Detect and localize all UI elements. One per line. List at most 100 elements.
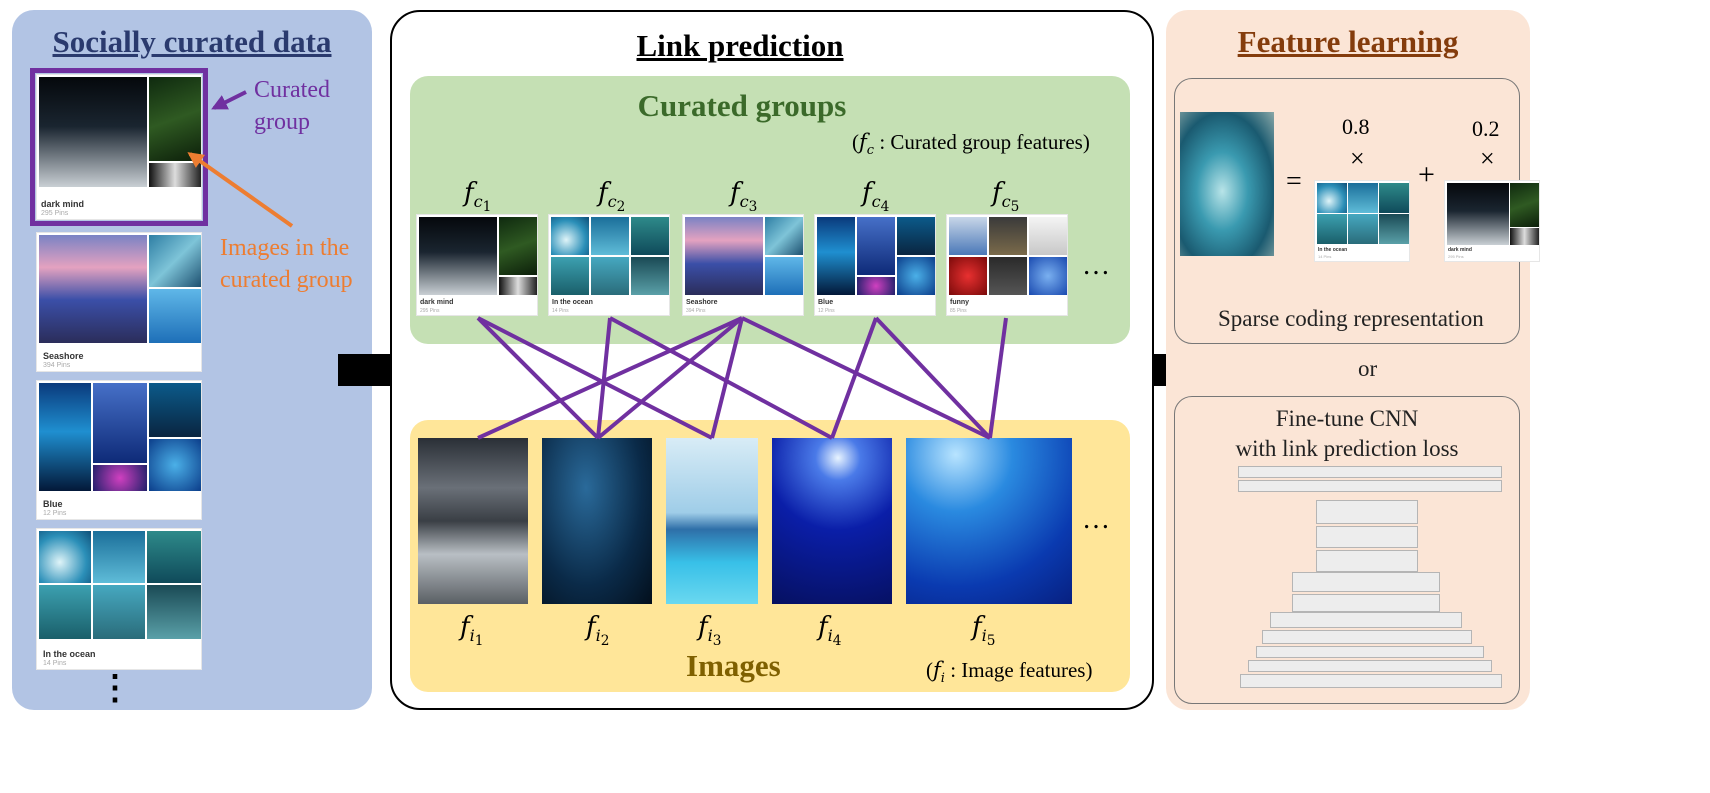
card-thumbnail [765, 217, 803, 255]
cnn-layer [1270, 612, 1462, 628]
image-1 [418, 438, 528, 604]
card-thumbnail [1029, 217, 1067, 255]
card-thumbnail [551, 257, 589, 295]
left-card-blue: Blue 12 Pins [36, 380, 202, 520]
card-thumbnail [499, 277, 537, 295]
cnn-box [1174, 396, 1520, 704]
cnn-layer [1316, 500, 1418, 524]
coef-1: 0.8 [1342, 114, 1370, 139]
cnn-layer [1292, 572, 1440, 592]
card-thumbnail [949, 257, 987, 295]
images-note: (fi : Image features) [926, 658, 1092, 686]
image-feature-label-4: fi4 [818, 612, 842, 650]
card-title: In the ocean [43, 649, 96, 659]
image-4 [772, 438, 892, 604]
sparse-card-dark-mind: dark mind 295 Pins [1444, 180, 1540, 262]
card-thumbnail [857, 277, 895, 295]
card-thumbnail [631, 217, 669, 255]
group-card-1: dark mind 295 Pins [416, 214, 538, 316]
cnn-label-line2: with link prediction loss [1235, 436, 1459, 461]
card-pins: 85 Pins [950, 308, 967, 314]
card-thumbnail [39, 383, 91, 491]
image-2 [542, 438, 652, 604]
cnn-layer [1292, 594, 1440, 612]
equals-sign: = [1286, 166, 1302, 197]
card-thumbnail [39, 235, 147, 343]
link-prediction-title: Link prediction [636, 28, 844, 63]
left-card-in-the-ocean: In the ocean 14 Pins [36, 528, 202, 670]
cnn-layer [1248, 660, 1492, 672]
card-pins: 14 Pins [1318, 254, 1332, 259]
left-card-dark-mind: dark mind 295 Pins [36, 74, 202, 220]
card-thumbnail [499, 217, 537, 275]
image-3 [666, 438, 758, 604]
group-card-5: funny 85 Pins [946, 214, 1068, 316]
plus-sign: + [1418, 158, 1435, 191]
card-thumbnail [149, 383, 201, 437]
card-title: Blue [818, 299, 834, 306]
card-thumbnail [93, 383, 147, 463]
card-title: In the ocean [1318, 247, 1348, 253]
curated-groups-note: (fc : Curated group features) [852, 130, 1090, 158]
coef-2: 0.2 [1472, 116, 1500, 141]
group-feature-label-2: fc2 [598, 178, 626, 216]
card-thumbnail [631, 257, 669, 295]
socially-curated-data-title: Socially curated data [52, 24, 332, 59]
card-thumbnail [147, 531, 201, 583]
card-title: dark mind [41, 199, 85, 209]
image-feature-label-3: fi3 [698, 612, 722, 650]
card-thumbnail [591, 257, 629, 295]
card-thumbnail [897, 217, 935, 255]
card-pins: 295 Pins [1448, 254, 1464, 259]
card-thumbnail [1447, 183, 1509, 245]
card-title: Seashore [43, 351, 84, 361]
card-pins: 295 Pins [41, 210, 69, 217]
note-symbol: fc [859, 130, 875, 159]
card-thumbnail [897, 257, 935, 295]
card-thumbnail [857, 217, 895, 275]
card-thumbnail [39, 585, 91, 639]
note-symbol: fi [933, 658, 945, 687]
card-pins: 14 Pins [552, 308, 569, 314]
note-text: : Image features) [944, 658, 1093, 682]
cnn-layer [1316, 526, 1418, 548]
left-ellipsis: ⋮ [98, 670, 132, 707]
images-arrow [187, 152, 294, 228]
card-title: dark mind [1448, 247, 1472, 253]
curated-group-annotation: Curated group [254, 77, 330, 135]
times-1: × [1350, 144, 1365, 173]
card-thumbnail [93, 585, 145, 639]
card-thumbnail [149, 439, 201, 491]
note-paren: ( [926, 658, 933, 682]
cnn-layer [1262, 630, 1472, 644]
curated-groups-title: Curated groups [637, 88, 847, 123]
groups-ellipsis: … [1082, 250, 1110, 281]
card-pins: 394 Pins [43, 362, 71, 369]
group-card-4: Blue 12 Pins [814, 214, 936, 316]
cnn-layer [1256, 646, 1484, 658]
card-thumbnail [685, 217, 763, 295]
card-title: Blue [43, 499, 63, 509]
card-thumbnail [989, 257, 1027, 295]
curated-group-highlight [30, 68, 208, 226]
cnn-layer [1238, 480, 1502, 492]
card-thumbnail [149, 289, 201, 343]
image-feature-label-1: fi1 [460, 612, 484, 650]
sparse-coding-label: Sparse coding representation [1218, 306, 1484, 331]
card-title: In the ocean [552, 299, 593, 306]
card-thumbnail [949, 217, 987, 255]
card-thumbnail [765, 257, 803, 295]
card-title: dark mind [420, 299, 454, 306]
card-thumbnail [149, 77, 201, 161]
card-thumbnail [1510, 228, 1539, 245]
card-pins: 14 Pins [43, 660, 67, 667]
times-2: × [1480, 144, 1495, 173]
note-paren: ( [852, 130, 859, 154]
card-thumbnail [989, 217, 1027, 255]
card-thumbnail [1348, 214, 1378, 244]
card-pins: 394 Pins [686, 308, 706, 314]
group-card-3: Seashore 394 Pins [682, 214, 804, 316]
or-label: or [1358, 356, 1378, 381]
group-feature-label-5: fc5 [992, 178, 1020, 216]
cnn-layer [1238, 466, 1502, 478]
